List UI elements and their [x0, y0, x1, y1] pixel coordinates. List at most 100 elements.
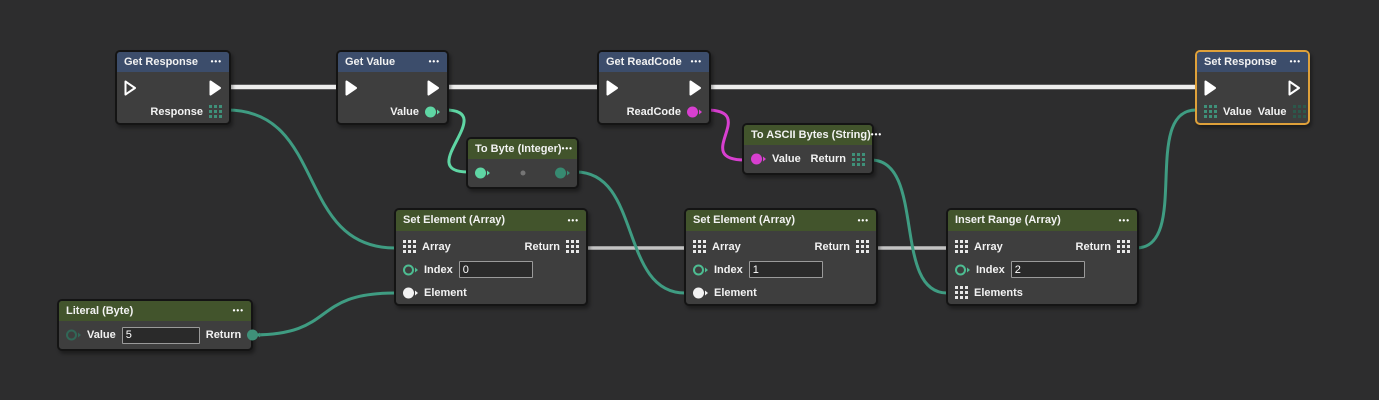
pin-label-readcode: ReadCode [626, 105, 681, 118]
return-output-pin[interactable] [566, 240, 579, 253]
pin-label-return: Return [205, 329, 242, 341]
value-input[interactable] [121, 326, 200, 344]
exec-out-pin[interactable] [209, 80, 222, 96]
value-input-pin[interactable] [751, 153, 766, 165]
node-title: To Byte (Integer) [475, 143, 562, 155]
exec-out-pin[interactable] [689, 80, 702, 96]
pin-label-elements: Elements [974, 286, 1023, 299]
node-title: Set Element (Array) [693, 214, 796, 226]
node-title: Get ReadCode [606, 56, 682, 68]
pin-label-array: Array [974, 240, 1003, 253]
node-title: To ASCII Bytes (String) [751, 129, 871, 141]
array-output-pin[interactable] [209, 105, 222, 118]
collapsed-pin-dot[interactable] [520, 170, 526, 176]
index-input[interactable] [748, 261, 823, 278]
node-menu-icon[interactable]: ••• [567, 215, 579, 225]
index-input[interactable] [458, 261, 533, 278]
pin-label-value-in: Value [1223, 105, 1252, 118]
return-output-pin[interactable] [856, 240, 869, 253]
node-menu-icon[interactable]: ••• [561, 144, 573, 153]
node-header[interactable]: To Byte (Integer) ••• [468, 139, 577, 159]
node-header[interactable]: To ASCII Bytes (String) ••• [744, 125, 881, 145]
node-set-response[interactable]: Set Response ••• Value Value [1195, 50, 1310, 125]
pin-label-return: Return [810, 153, 846, 165]
node-header[interactable]: Set Element (Array) ••• [396, 210, 586, 231]
node-header[interactable]: Literal (Byte) ••• [59, 301, 251, 321]
node-header[interactable]: Get ReadCode ••• [599, 52, 709, 72]
node-menu-icon[interactable]: ••• [428, 57, 440, 66]
index-input[interactable] [1010, 261, 1085, 278]
node-insert-range-array[interactable]: Insert Range (Array) ••• Array Return In… [946, 208, 1139, 306]
wire-data-tobyte-out-to-setel2-element[interactable] [574, 170, 687, 295]
node-set-element-array-1[interactable]: Set Element (Array) ••• Array Return Ind… [394, 208, 588, 306]
node-menu-icon[interactable]: ••• [690, 57, 702, 66]
wire-data-insertrange-return-to-setresponse-value[interactable] [1134, 108, 1198, 250]
node-menu-icon[interactable]: ••• [857, 215, 869, 225]
pin-label-return: Return [814, 240, 850, 253]
wire-data-readcode-to-ascii-value[interactable] [704, 108, 747, 162]
index-input-pin[interactable] [693, 264, 708, 276]
element-input-pin[interactable] [403, 287, 418, 299]
node-header[interactable]: Get Value ••• [338, 52, 447, 72]
wire-data-value-to-tobyte-in[interactable] [443, 108, 470, 174]
node-header[interactable]: Insert Range (Array) ••• [948, 210, 1137, 231]
value-output-pin[interactable] [1292, 105, 1306, 118]
value-input-pin[interactable] [66, 329, 81, 341]
pin-label-index: Index [424, 263, 453, 276]
array-input-pin[interactable] [403, 240, 416, 253]
pin-label-element: Element [714, 286, 757, 299]
exec-in-pin[interactable] [606, 80, 619, 96]
pin-label-array: Array [712, 240, 741, 253]
array-input-pin[interactable] [955, 240, 968, 253]
node-menu-icon[interactable]: ••• [1118, 215, 1130, 225]
node-menu-icon[interactable]: ••• [1289, 57, 1301, 66]
readcode-output-pin[interactable] [687, 106, 702, 118]
exec-in-pin[interactable] [1204, 80, 1217, 96]
node-get-value[interactable]: Get Value ••• Value [336, 50, 449, 125]
node-title: Get Response [124, 56, 198, 68]
return-output-pin[interactable] [247, 329, 263, 341]
node-to-byte-integer[interactable]: To Byte (Integer) ••• [466, 137, 579, 189]
node-title: Set Response [1204, 56, 1277, 68]
node-literal-byte[interactable]: Literal (Byte) ••• Value Return [57, 299, 263, 351]
exec-out-pin[interactable] [1288, 80, 1301, 96]
return-output-pin[interactable] [852, 152, 865, 166]
return-output-pin[interactable] [1117, 240, 1130, 253]
node-to-ascii-bytes[interactable]: To ASCII Bytes (String) ••• Value Return [742, 123, 881, 175]
pin-label-value: Value [87, 329, 116, 341]
wire-data-literal-return-to-setel1-element[interactable] [250, 291, 397, 337]
pin-label-value-out: Value [1257, 105, 1287, 118]
node-header[interactable]: Get Response ••• [117, 52, 229, 72]
node-menu-icon[interactable]: ••• [870, 130, 883, 139]
wire-data-ascii-return-to-insertrange-elements[interactable] [869, 158, 949, 295]
exec-in-pin[interactable] [124, 80, 137, 96]
exec-out-pin[interactable] [427, 80, 440, 96]
index-input-pin[interactable] [955, 264, 970, 276]
node-get-readcode[interactable]: Get ReadCode ••• ReadCode [597, 50, 711, 125]
node-get-response[interactable]: Get Response ••• Response [115, 50, 231, 125]
pin-label-value: Value [390, 105, 419, 118]
wire-data-response-to-setel1-array[interactable] [225, 108, 397, 250]
pin-label-response: Response [150, 105, 203, 118]
array-input-pin[interactable] [693, 240, 706, 253]
elements-input-pin[interactable] [955, 286, 968, 299]
node-set-element-array-2[interactable]: Set Element (Array) ••• Array Return Ind… [684, 208, 878, 306]
node-menu-icon[interactable]: ••• [232, 306, 244, 315]
pin-label-element: Element [424, 286, 467, 299]
node-header[interactable]: Set Element (Array) ••• [686, 210, 876, 231]
input-pin[interactable] [475, 167, 490, 179]
value-output-pin[interactable] [425, 106, 440, 118]
node-header[interactable]: Set Response ••• [1197, 52, 1308, 72]
pin-label-index: Index [714, 263, 743, 276]
index-input-pin[interactable] [403, 264, 418, 276]
node-title: Literal (Byte) [66, 305, 134, 317]
element-input-pin[interactable] [693, 287, 708, 299]
exec-in-pin[interactable] [345, 80, 358, 96]
node-title: Get Value [345, 56, 396, 68]
pin-label-array: Array [422, 240, 451, 253]
value-input-pin[interactable] [1204, 105, 1217, 118]
output-pin[interactable] [555, 167, 570, 179]
node-menu-icon[interactable]: ••• [210, 57, 222, 66]
